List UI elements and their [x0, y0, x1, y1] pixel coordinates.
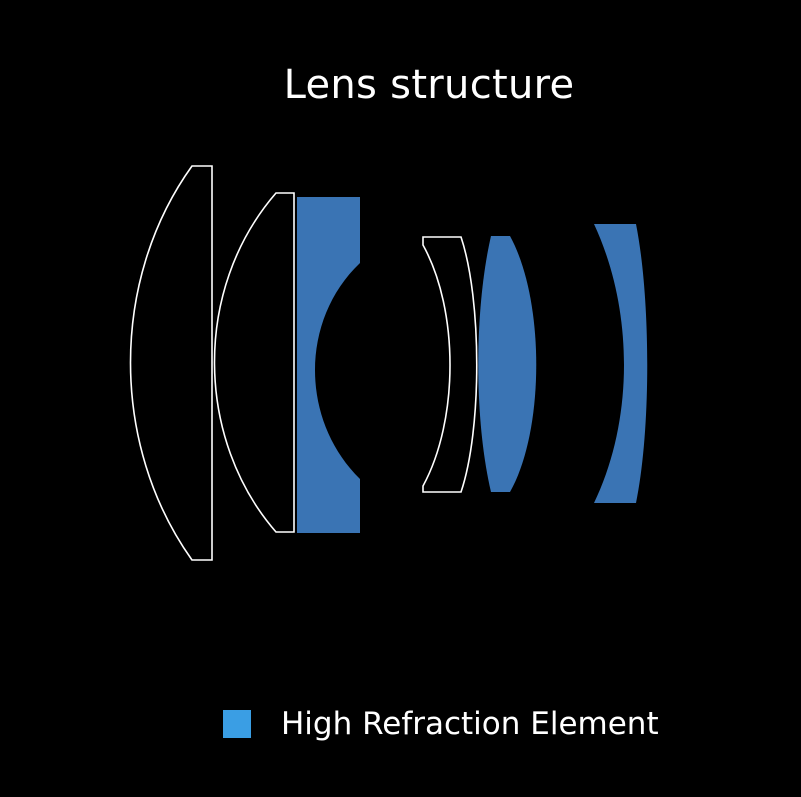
- diagram-title: Lens structure: [283, 62, 575, 108]
- legend: High Refraction Element: [223, 702, 659, 746]
- legend-swatch: [223, 710, 251, 738]
- lens-element-6: [594, 224, 648, 503]
- lens-element-5: [478, 236, 537, 492]
- lens-element-2: [213, 192, 295, 533]
- lens-element-4: [422, 236, 478, 493]
- legend-label: High Refraction Element: [281, 706, 659, 742]
- lens-element-1: [129, 165, 213, 561]
- lens-element-3: [297, 197, 360, 533]
